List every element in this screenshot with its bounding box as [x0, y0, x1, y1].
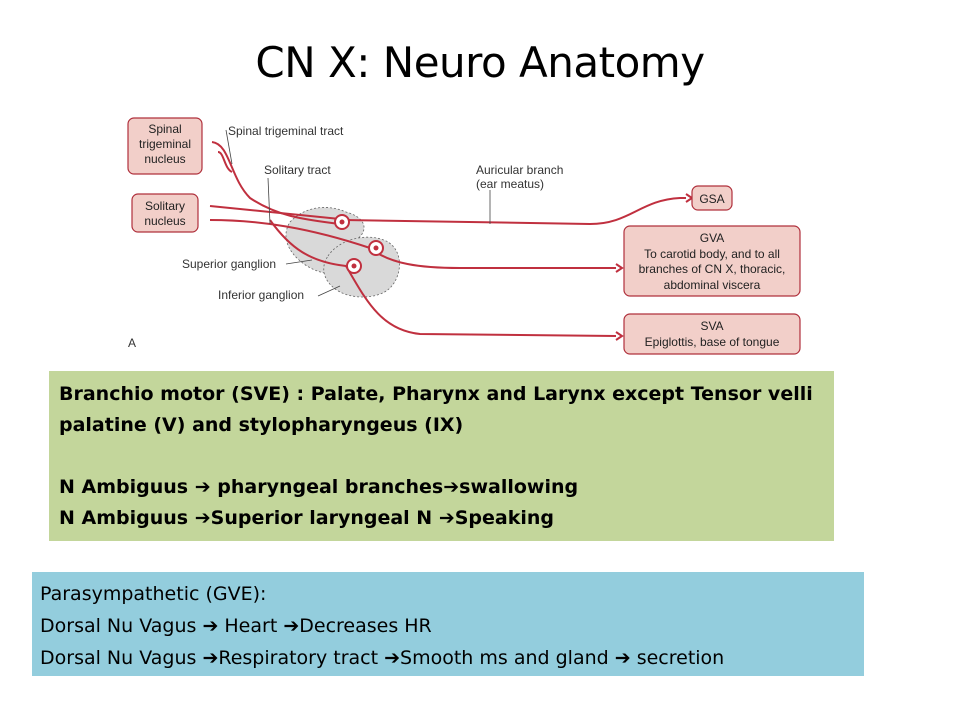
arrow-icon: ➔ — [194, 476, 211, 498]
arrow-icon: ➔ — [202, 647, 219, 669]
gva-line3: abdominal viscera — [664, 278, 761, 292]
superior-ganglion-label: Superior ganglion — [182, 257, 276, 271]
spinal-trigeminal-nucleus-line2: trigeminal — [139, 137, 191, 151]
branchio-motor-header-cont: palatine (V) and stylopharyngeus (IX) — [59, 414, 464, 436]
arrow-icon: ➔ — [202, 615, 219, 637]
auricular-branch-label: Auricular branch — [476, 163, 563, 177]
solitary-fiber-lower — [209, 219, 371, 249]
parasympathetic-panel: Parasympathetic (GVE): Dorsal Nu Vagus ➔… — [32, 572, 864, 676]
sva-label: SVA — [700, 319, 723, 333]
ganglion-loop — [269, 219, 347, 267]
ambiguus-laryngeal-line: N Ambiguus ➔Superior laryngeal N ➔Speaki… — [59, 507, 555, 529]
gva-label: GVA — [700, 231, 724, 245]
gva-line2: branches of CN X, thoracic, — [639, 262, 786, 276]
solitary-nucleus-line1: Solitary — [145, 199, 185, 213]
spinal-trigeminal-nucleus-line1: Spinal — [148, 122, 181, 136]
gsa-box: GSA — [691, 185, 733, 211]
auricular-branch-sublabel: (ear meatus) — [476, 177, 544, 191]
branchio-motor-panel: Branchio motor (SVE) : Palate, Pharynx a… — [49, 371, 834, 541]
spinal-trigeminal-fiber — [211, 141, 341, 225]
sva-line1: Epiglottis, base of tongue — [645, 335, 780, 349]
gva-nerve — [369, 247, 616, 269]
solitary-fiber-upper — [209, 205, 351, 221]
vagus-heart-line: Dorsal Nu Vagus ➔ Heart ➔Decreases HR — [40, 615, 432, 637]
ganglion-cell-bodies — [334, 214, 384, 274]
gva-line1: To carotid body, and to all — [644, 247, 780, 261]
arrow-icon: ➔ — [194, 507, 211, 529]
solitary-nucleus-line2: nucleus — [144, 214, 185, 228]
branchio-motor-header: Branchio motor (SVE) : Palate, Pharynx a… — [59, 383, 813, 405]
slide-title: CN X: Neuro Anatomy — [255, 38, 705, 87]
spinal-trigeminal-nucleus-line3: nucleus — [144, 152, 185, 166]
spinal-trigeminal-fiber-2 — [217, 151, 233, 173]
gsa-label: GSA — [699, 192, 724, 206]
sva-nerve — [345, 265, 617, 337]
spinal-trigeminal-nucleus-box: Spinal trigeminal nucleus — [127, 117, 203, 175]
gva-box: GVA To carotid body, and to all branches… — [623, 225, 801, 297]
solitary-nucleus-box: Solitary nucleus — [131, 193, 199, 233]
arrow-icon: ➔ — [443, 476, 460, 498]
vagus-nerve-diagram: Spinal trigeminal nucleus Solitary nucle… — [120, 108, 820, 358]
arrow-icon: ➔ — [438, 507, 455, 529]
sva-box: SVA Epiglottis, base of tongue — [623, 313, 801, 355]
panel-letter: A — [128, 336, 136, 350]
arrow-icon: ➔ — [283, 615, 300, 637]
inferior-ganglion-label: Inferior ganglion — [218, 288, 304, 302]
vagus-respiratory-line: Dorsal Nu Vagus ➔Respiratory tract ➔Smoo… — [40, 647, 725, 669]
arrow-icon: ➔ — [384, 647, 401, 669]
arrow-icon: ➔ — [614, 647, 631, 669]
parasympathetic-header: Parasympathetic (GVE): — [40, 583, 267, 605]
gsa-nerve — [343, 197, 686, 226]
solitary-tract-label: Solitary tract — [264, 163, 331, 177]
spinal-trigeminal-tract-label: Spinal trigeminal tract — [228, 124, 344, 138]
ambiguus-pharyngeal-line: N Ambiguus ➔ pharyngeal branches➔swallow… — [59, 476, 579, 498]
